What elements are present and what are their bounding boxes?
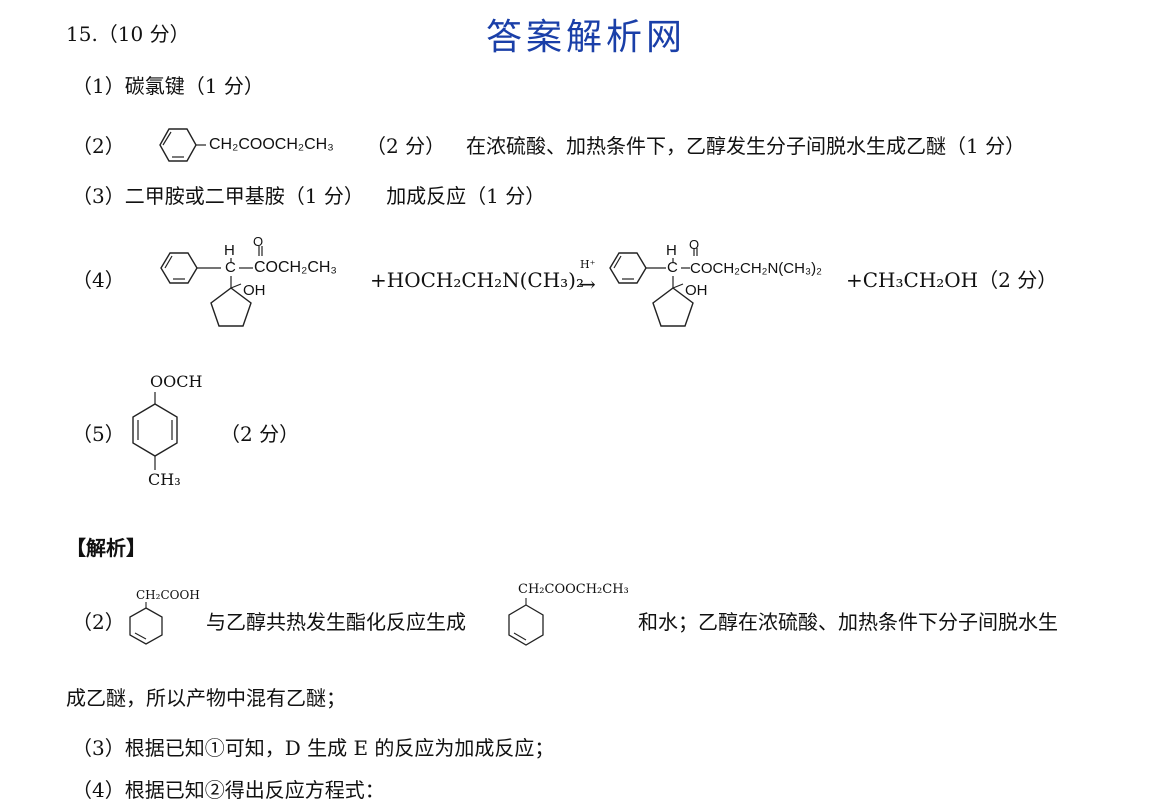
para-benzene-structure bbox=[132, 392, 178, 470]
analysis-3: （3）根据已知①可知，D 生成 E 的反应为加成反应； bbox=[72, 736, 555, 760]
answer-1-label: （1） bbox=[72, 74, 125, 98]
product-ester: COCH₂CH₂N(CH₃)₂ bbox=[690, 260, 822, 277]
question-number: 15.（10 分） bbox=[66, 22, 190, 46]
answer-3-text2: 加成反应（1 分） bbox=[386, 184, 546, 208]
reaction-arrow-icon: → bbox=[579, 272, 596, 296]
reactant-c: C bbox=[225, 259, 236, 276]
product-h: H bbox=[666, 242, 677, 259]
benzene-ring-icon bbox=[160, 252, 198, 284]
cyclopentane-ring-icon bbox=[210, 287, 252, 327]
product-c: C bbox=[667, 259, 678, 276]
reactant-h: H bbox=[224, 242, 235, 259]
product-oh: OH bbox=[685, 282, 708, 299]
answer-5-label: （5） bbox=[72, 422, 125, 446]
answer-2-score: （2 分） bbox=[366, 134, 446, 158]
benzene-ring-icon bbox=[132, 403, 178, 457]
answer-5-bottom-group: CH₃ bbox=[148, 470, 181, 489]
answer-4-label: （4） bbox=[72, 268, 125, 292]
analysis-4: （4）根据已知②得出反应方程式： bbox=[72, 778, 385, 802]
answer-2-formula: CH₂COOCH₂CH₃ bbox=[209, 136, 334, 153]
reagent: +HOCH₂CH₂N(CH₃)₂ bbox=[370, 268, 585, 292]
answer-1-text: 碳氯键（1 分） bbox=[124, 74, 264, 98]
byproduct: +CH₃CH₂OH（2 分） bbox=[846, 268, 1058, 292]
answer-3-label: （3） bbox=[72, 184, 125, 208]
answer-2-label: （2） bbox=[72, 134, 125, 158]
catalyst: H⁺ bbox=[580, 258, 596, 271]
analysis-2-product-group: CH₂COOCH₂CH₃ bbox=[518, 582, 629, 597]
reactant-structure bbox=[160, 246, 263, 327]
watermark-text: 答案解析网 bbox=[486, 17, 687, 58]
benzene-ring-icon bbox=[129, 602, 163, 645]
answer-5-score: （2 分） bbox=[220, 422, 300, 446]
analysis-2-reactant-group: CH₂COOH bbox=[136, 588, 200, 602]
answer-2-text: 在浓硫酸、加热条件下，乙醇发生分子间脱水生成乙醚（1 分） bbox=[466, 134, 1026, 158]
answer-3-text: 二甲胺或二甲基胺（1 分） bbox=[124, 184, 364, 208]
answer-5-top-group: OOCH bbox=[150, 372, 203, 391]
answer-1: （1）碳氯键（1 分） bbox=[72, 74, 264, 98]
benzene-ring-icon bbox=[609, 252, 647, 284]
product-structure bbox=[609, 248, 698, 327]
benzene-ring-icon bbox=[508, 598, 544, 646]
cyclopentane-ring-icon bbox=[652, 287, 694, 327]
analysis-2-text-c: 成乙醚，所以产物中混有乙醚； bbox=[66, 686, 346, 710]
analysis-2-text-a: 与乙醇共热发生酯化反应生成 bbox=[206, 610, 466, 634]
reactant-ester: COCH₂CH₃ bbox=[254, 259, 337, 276]
reactant-o: O bbox=[253, 234, 264, 249]
product-o: O bbox=[689, 237, 700, 252]
analysis-heading: 【解析】 bbox=[66, 536, 146, 560]
reactant-oh: OH bbox=[243, 282, 266, 299]
benzene-ring-icon bbox=[159, 128, 206, 162]
analysis-2-label: （2） bbox=[72, 610, 125, 634]
answer-3: （3）二甲胺或二甲基胺（1 分） 加成反应（1 分） bbox=[72, 184, 545, 208]
analysis-2-text-b: 和水；乙醇在浓硫酸、加热条件下分子间脱水生 bbox=[638, 610, 1058, 634]
